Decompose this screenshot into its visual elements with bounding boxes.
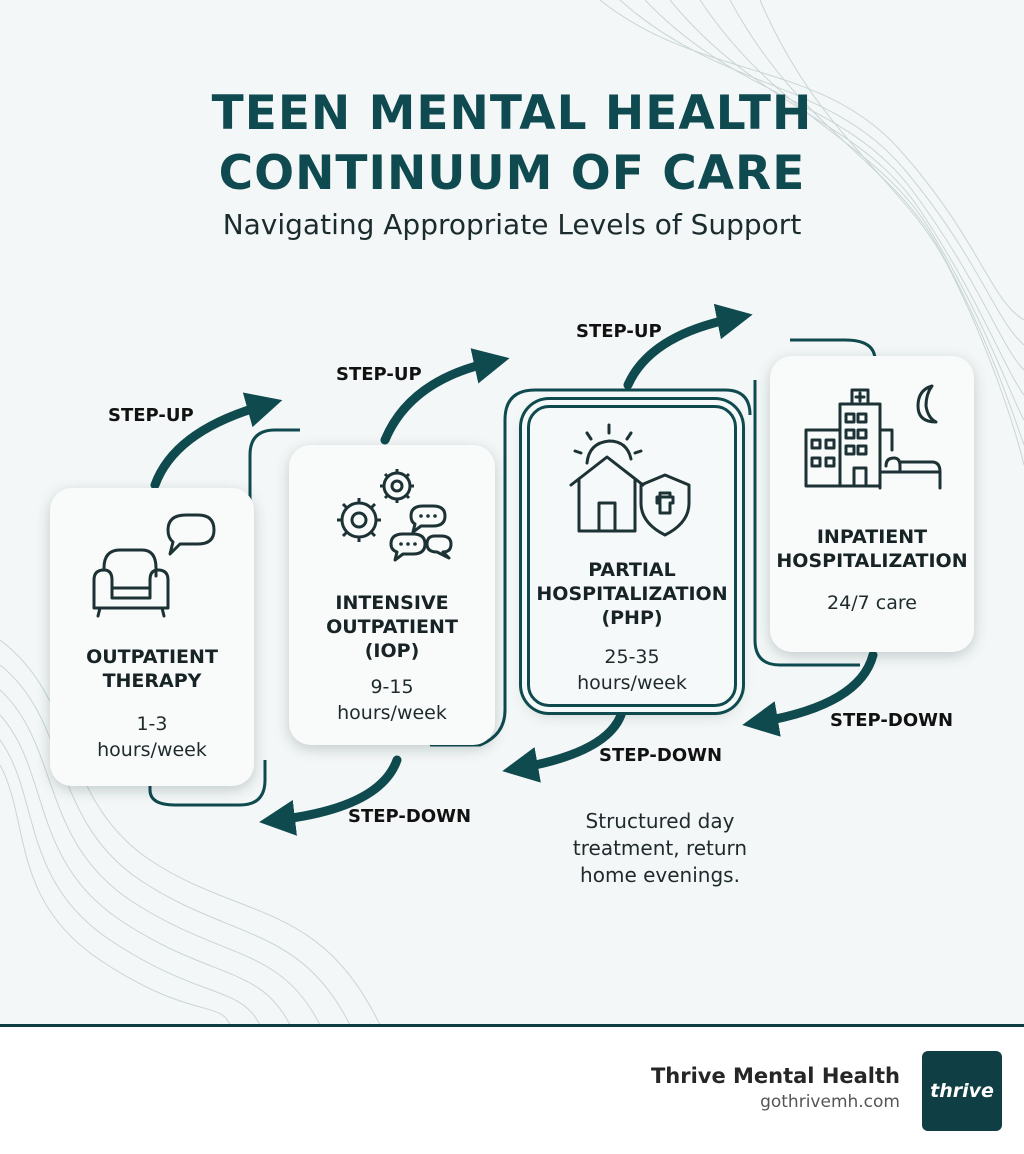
footer-bar (0, 1024, 1024, 1154)
armchair-speech-icon (92, 513, 216, 618)
php-outer-ring (503, 388, 752, 421)
background-wave-lines (0, 0, 1024, 1025)
step-down-arrow-3 (259, 755, 402, 836)
card-title-line: OUTPATIENT (86, 646, 218, 668)
card-partial-hospitalization: PARTIAL HOSPITALIZATION (PHP) 25-35 hour… (527, 405, 737, 707)
note-line: home evenings. (580, 863, 740, 887)
brand-name: Thrive Mental Health (650, 1064, 900, 1088)
step-down-label-3: STEP-DOWN (348, 806, 472, 827)
card-title-line: HOSPITALIZATION (776, 550, 968, 572)
step-down-label-1: STEP-DOWN (830, 710, 954, 731)
step-up-label-2: STEP-UP (336, 364, 422, 385)
card-hours-line: hours/week (97, 739, 207, 761)
card-title-line: INPATIENT (816, 526, 928, 548)
card-title-line: (IOP) (364, 640, 420, 662)
card-inpatient-hospitalization: INPATIENT HOSPITALIZATION 24/7 care (770, 356, 974, 652)
card-title-line: THERAPY (102, 670, 202, 692)
iop-back-plate (248, 428, 300, 770)
php-description-note: Structured day treatment, return home ev… (510, 808, 810, 889)
step-down-label-2: STEP-DOWN (599, 745, 723, 766)
card-title-line: PARTIAL (588, 559, 676, 581)
page-subtitle: Navigating Appropriate Levels of Support (222, 208, 802, 241)
step-down-arrow-2 (502, 707, 627, 783)
card-hours-line: 25-35 (604, 646, 660, 668)
continuum-connectors (148, 303, 878, 836)
page-title-line-1: TEEN MENTAL HEALTH (211, 86, 813, 141)
card-intensive-outpatient: INTENSIVE OUTPATIENT (IOP) 9-15 hours/we… (289, 445, 495, 745)
outpatient-back-plate (148, 760, 267, 807)
hospital-bed-moon-icon (804, 384, 942, 490)
step-up-arrow-1 (150, 392, 283, 490)
card-hours-line: 1-3 (136, 713, 168, 735)
step-up-label-3: STEP-UP (576, 321, 662, 342)
card-hours-line: 9-15 (370, 676, 414, 698)
php-left-link (430, 420, 507, 747)
logo-text: thrive (930, 1080, 994, 1102)
card-outpatient-therapy: OUTPATIENT THERAPY 1-3 hours/week (50, 488, 254, 786)
page-title-line-2: CONTINUUM OF CARE (218, 146, 806, 201)
card-hours-line: hours/week (337, 702, 447, 724)
gears-chat-icon (337, 469, 453, 562)
card-title-line: OUTPATIENT (326, 616, 458, 638)
card-title-line: INTENSIVE (335, 592, 449, 614)
step-up-arrow-3 (623, 303, 753, 390)
note-line: Structured day (585, 809, 735, 833)
brand-url[interactable]: gothrivemh.com (760, 1092, 900, 1112)
card-hours-line: hours/week (577, 672, 687, 694)
card-hours-line: 24/7 care (827, 592, 917, 614)
step-down-arrow-1 (742, 650, 878, 737)
card-title-line: (PHP) (601, 607, 663, 629)
note-line: treatment, return (572, 836, 748, 860)
step-up-arrow-2 (380, 348, 510, 445)
step-up-label-1: STEP-UP (108, 405, 194, 426)
house-shield-icon (569, 423, 691, 537)
thrive-logo: thrive (922, 1051, 1002, 1131)
card-title-line: HOSPITALIZATION (536, 583, 728, 605)
